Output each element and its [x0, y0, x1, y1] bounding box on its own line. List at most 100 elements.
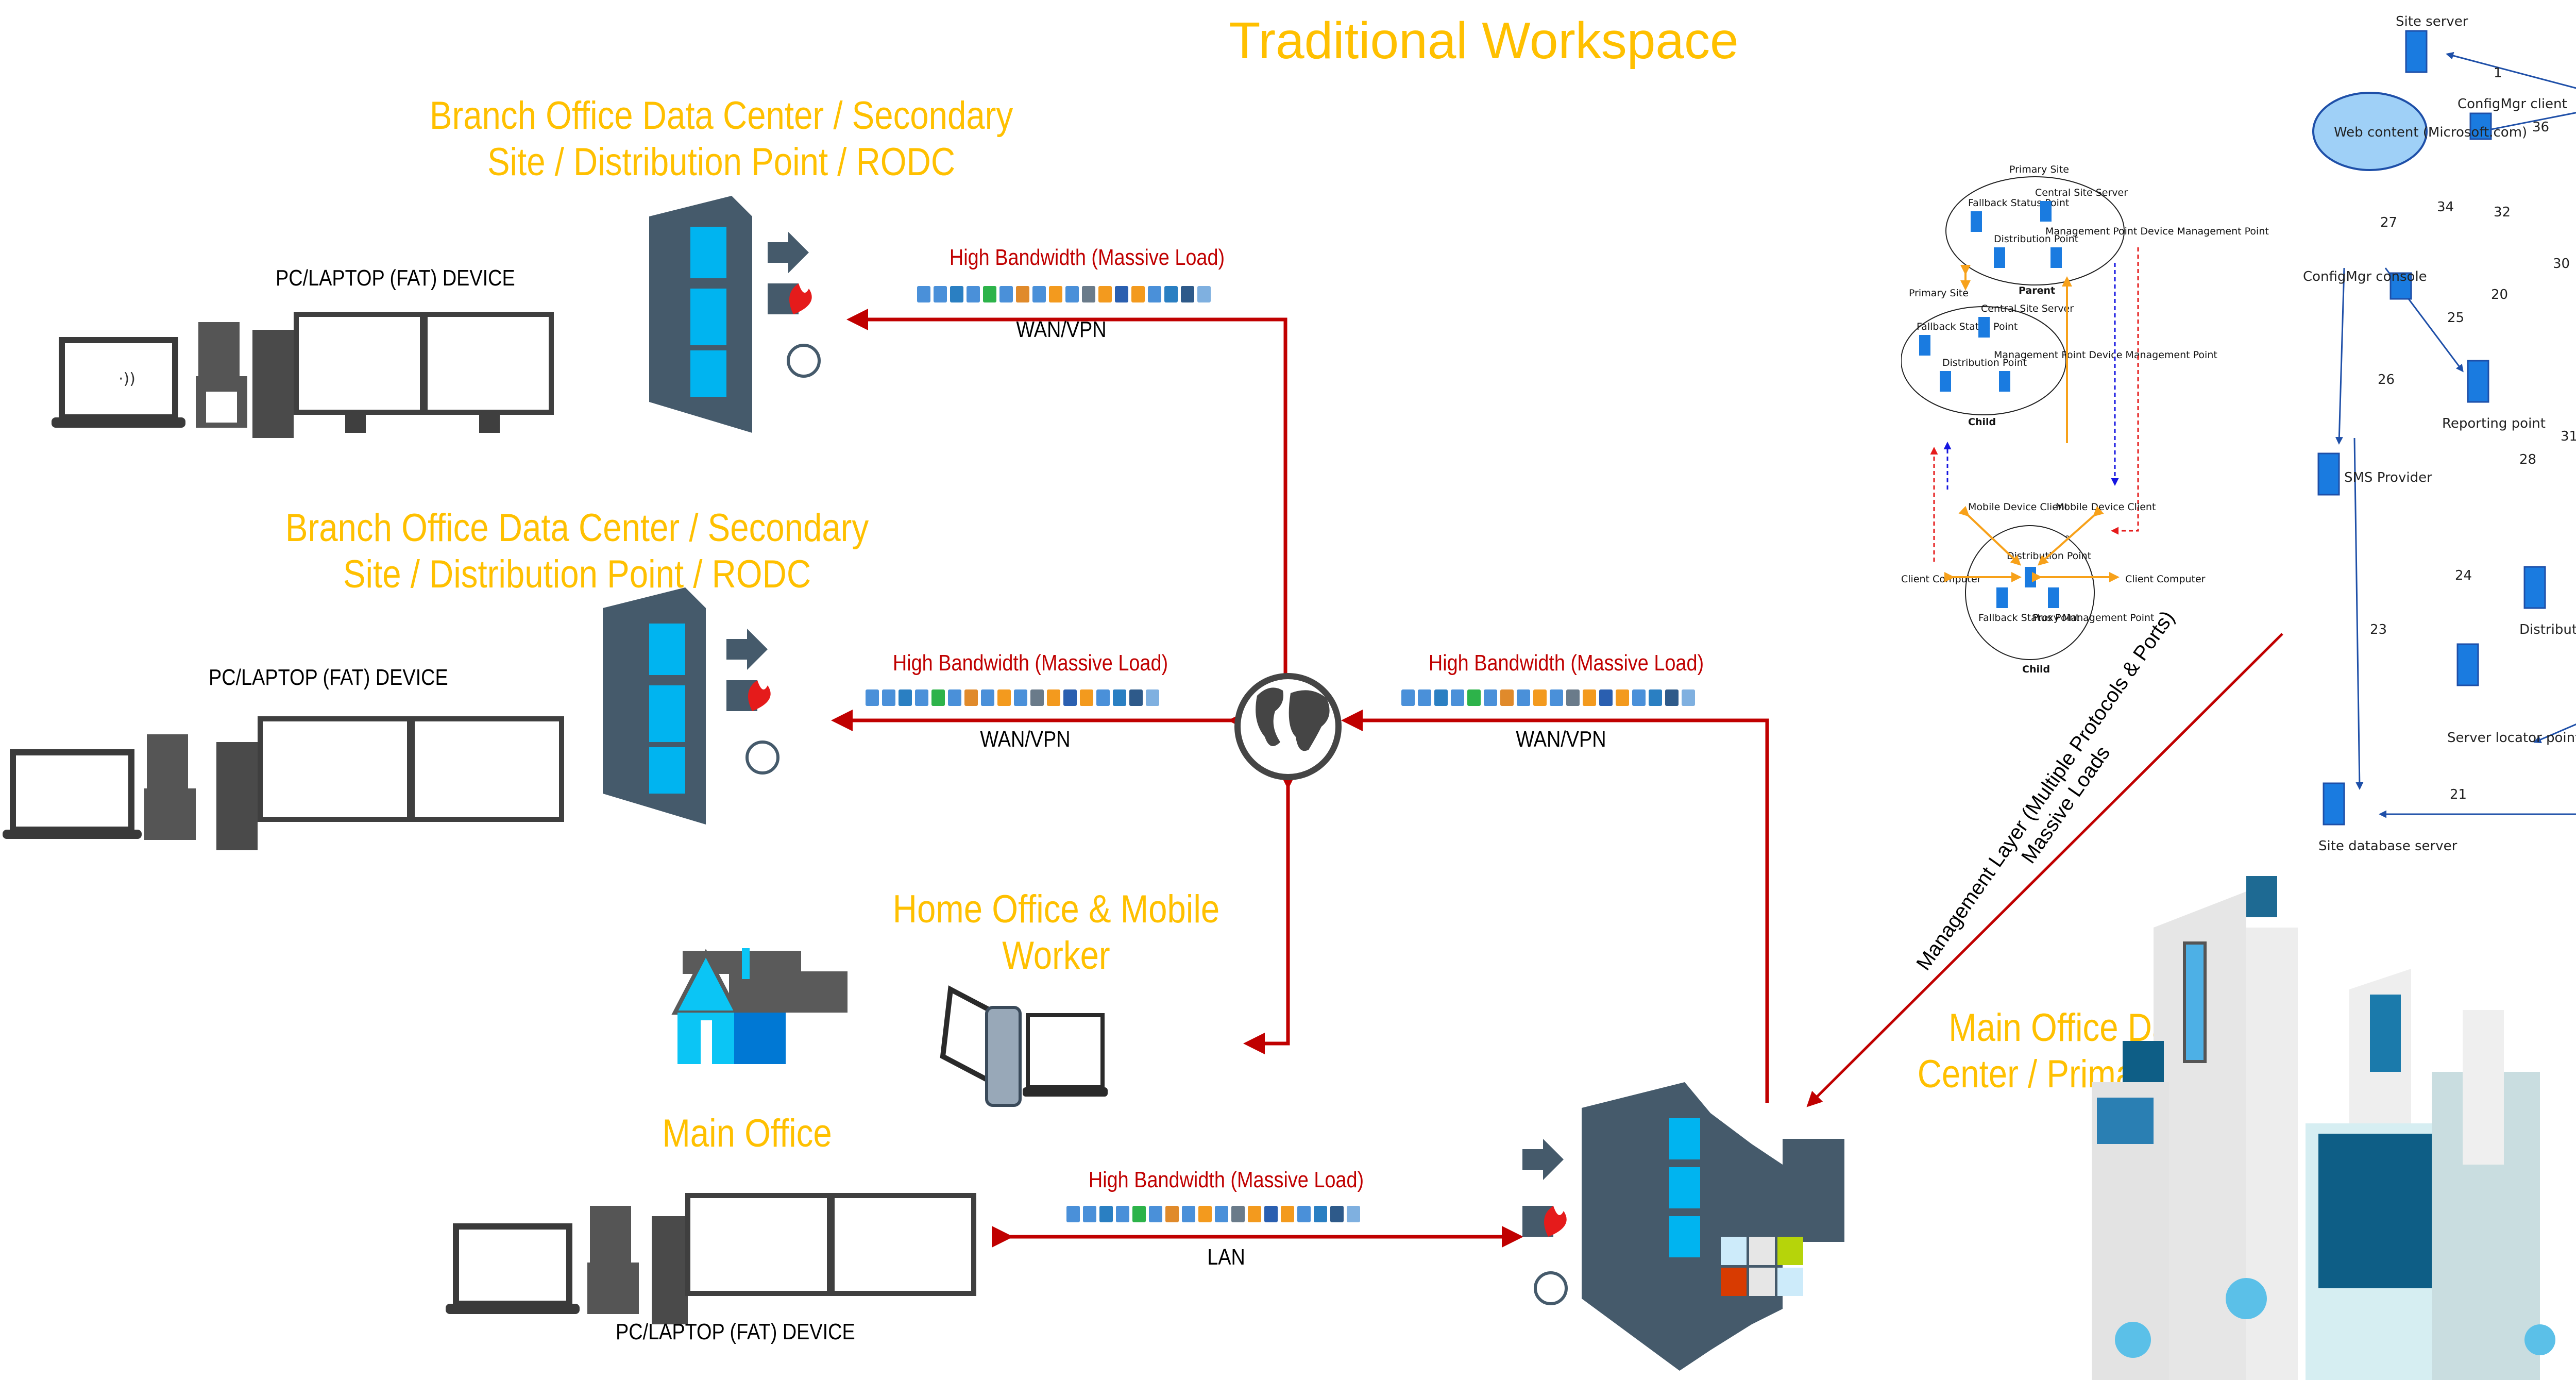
- payload-file-icon: [1632, 689, 1646, 706]
- cloud-web-content: [2312, 92, 2428, 171]
- script-icon: [917, 286, 930, 302]
- parent-role-dp: Distribution Point: [1994, 233, 2078, 245]
- page-title: Traditional Workspace: [1229, 12, 1739, 70]
- payload-file-icon: [964, 689, 978, 706]
- configmgr-architecture-diagram: Site server Site server Domain controlle…: [2303, 14, 2576, 854]
- payload-file-icon: [1500, 689, 1514, 706]
- payload-file-icon: [1517, 689, 1530, 706]
- payload-file-icon: [1418, 689, 1431, 706]
- payload-file-icon: [915, 689, 928, 706]
- child-site-type: Primary Site: [1909, 288, 1969, 299]
- desktop-tower-icon: [216, 742, 258, 850]
- payload-file-icon: [1248, 1206, 1261, 1222]
- payload-file-icon: [948, 689, 961, 706]
- child-role-dp: Distribution Point: [1942, 357, 2027, 368]
- edge-number-labels: 1 2 3 4 5 6 7 8 9 10 11 12 13 14 15 16 1…: [2370, 65, 2576, 802]
- svg-text:25: 25: [2447, 310, 2464, 326]
- laptop-icon: [3, 749, 142, 839]
- branch-2-server-rack: [603, 587, 779, 824]
- main-office-device-label: PC/LAPTOP (FAT) DEVICE: [616, 1319, 855, 1344]
- payload-file-icon: [1063, 689, 1077, 706]
- node-reporting-point: Reporting point: [2442, 416, 2546, 431]
- link-branch-1-bandwidth: High Bandwidth (Massive Load): [949, 245, 1225, 270]
- home-office-illustration: [671, 948, 1108, 1107]
- payload-file-icon: [1599, 689, 1613, 706]
- server-icon: [2048, 587, 2059, 608]
- payload-file-icon: [1264, 1206, 1278, 1222]
- parent-site-ellipse: [1945, 176, 2125, 285]
- laptop-icon: [1023, 1013, 1108, 1097]
- svg-text:24: 24: [2455, 568, 2472, 583]
- firewall-icon: [726, 680, 771, 711]
- payload-file-icon: [1649, 689, 1662, 706]
- home-title-line2: Worker: [1002, 933, 1110, 978]
- link-branch-2-bandwidth: High Bandwidth (Massive Load): [892, 650, 1168, 676]
- secondary-caption: Child: [2022, 664, 2050, 675]
- link-main-dc-bandwidth: High Bandwidth (Massive Load): [1428, 650, 1704, 676]
- payload-file-icon: [1030, 689, 1044, 706]
- server-icon: [1940, 371, 1951, 392]
- payload-file-icon: [1314, 1206, 1327, 1222]
- search-icon: [1131, 286, 1145, 302]
- dashboard-panels-icon: [1721, 1237, 1803, 1296]
- server-icon: [2405, 30, 2428, 73]
- client-computer-right: Client Computer: [2125, 574, 2206, 585]
- payload-file-icon: [1583, 689, 1596, 706]
- link-main-dc: [1341, 710, 1769, 1103]
- payload-file-icon: [1116, 1206, 1129, 1222]
- server-icon: [1996, 587, 2008, 608]
- app-v-icon: [1164, 286, 1178, 302]
- branch-1-title-line1: Branch Office Data Center / Secondary: [429, 94, 1013, 138]
- smartphone-icon: [985, 1006, 1022, 1107]
- child-role-mp: Management Point Device Management Point: [1994, 349, 2217, 361]
- payload-icons-main-office: [1066, 1206, 1360, 1222]
- link-main-office-type: LAN: [1207, 1244, 1245, 1270]
- svg-text:21: 21: [2450, 787, 2467, 802]
- link-home: [1243, 768, 1299, 1054]
- branch-1-title: Branch Office Data Center / Secondary Si…: [389, 93, 1054, 185]
- warning-icon: [1049, 286, 1062, 302]
- payload-file-icon: [1616, 689, 1629, 706]
- router-arrows-icon: [768, 232, 809, 273]
- branch-2-title-line2: Site / Distribution Point / RODC: [343, 552, 811, 596]
- monitor-icon: [829, 1193, 976, 1296]
- node-site-database-server: Site database server: [2318, 838, 2458, 854]
- monitor-icon: [410, 716, 564, 822]
- payload-file-icon: [899, 689, 912, 706]
- payload-file-icon: [1215, 1206, 1228, 1222]
- home-title: Home Office & Mobile Worker: [857, 886, 1256, 979]
- server-icon: [1978, 317, 1990, 338]
- svg-text:·)): ·)): [118, 370, 135, 388]
- payload-file-icon: [1682, 689, 1695, 706]
- payload-file-icon: [1347, 1206, 1360, 1222]
- box-icon: [1016, 286, 1029, 302]
- user-task-icon: [1082, 286, 1095, 302]
- payload-file-icon: [981, 689, 994, 706]
- link-main-office-bandwidth: High Bandwidth (Massive Load): [1088, 1167, 1364, 1192]
- parent-site-type: Primary Site: [2009, 164, 2069, 175]
- server-icon: [2523, 566, 2546, 609]
- management-layer-line: [1806, 633, 2283, 1107]
- server-icon: [1919, 335, 1930, 356]
- monitor-icon: [258, 716, 412, 822]
- firewall-icon: [1522, 1206, 1567, 1237]
- svg-text:20: 20: [2491, 287, 2508, 302]
- database-server-icon: [2323, 782, 2345, 826]
- document-icon: [967, 286, 980, 302]
- payload-file-icon: [1113, 689, 1126, 706]
- monitor-icon: [685, 1193, 832, 1296]
- child-role-central: Central Site Server: [1981, 303, 2074, 314]
- cube-icon: [1181, 286, 1194, 302]
- node-configmgr-client-top: ConfigMgr client: [2458, 96, 2567, 112]
- console-icon: [2389, 272, 2412, 300]
- link-branch-2-type: WAN/VPN: [980, 727, 1071, 752]
- house-icon: [671, 948, 848, 1064]
- main-office-title: Main Office: [662, 1112, 832, 1155]
- parent-role-central: Central Site Server: [2035, 187, 2128, 198]
- desktop-tower-icon: [252, 330, 294, 438]
- site-hierarchy-diagram: Primary Site Fallback Status Point Centr…: [1901, 164, 2269, 675]
- link-branch-1-type: WAN/VPN: [1016, 317, 1107, 342]
- payload-file-icon: [1665, 689, 1679, 706]
- payload-file-icon: [1080, 689, 1093, 706]
- branch-1-title-line2: Site / Distribution Point / RODC: [487, 140, 956, 184]
